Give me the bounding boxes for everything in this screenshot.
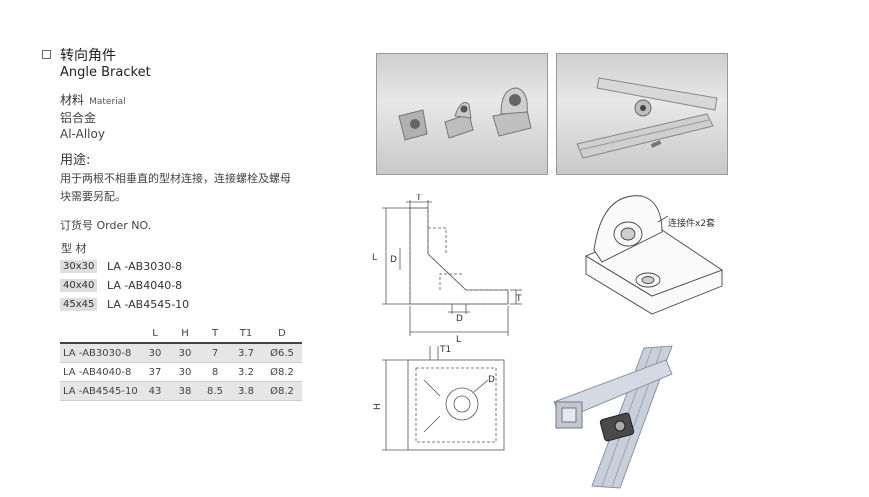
dim-label: D: [488, 375, 495, 385]
table-cell: 43: [140, 381, 170, 401]
table-row: LA -AB4040-8 37 30 8 3.2 Ø8.2: [60, 362, 302, 382]
table-cell: 30: [170, 362, 200, 382]
table-cell: 3.7: [230, 343, 262, 363]
order-label: 订货号 Order NO.: [60, 219, 152, 232]
spec-header: L: [140, 324, 170, 344]
usage-text-2: 块需要另配。: [60, 190, 126, 203]
table-cell: Ø8.2: [262, 362, 302, 382]
usage-label: 用途:: [60, 153, 91, 168]
product-photo-assembly: [556, 53, 728, 175]
title-en: Angle Bracket: [60, 65, 151, 80]
material-label-cn: 材料: [60, 93, 85, 107]
table-row: LA -AB4545-10 43 38 8.5 3.8 Ø8.2: [60, 381, 302, 401]
order-code: LA -AB4040-8: [107, 279, 183, 292]
order-code: LA -AB4545-10: [107, 298, 190, 311]
profile-badge: 45x45: [60, 298, 98, 311]
table-row: LA -AB3030-8 30 30 7 3.7 Ø6.5: [60, 343, 302, 363]
spec-header: [60, 324, 140, 344]
table-cell: 38: [170, 381, 200, 401]
dim-label: L: [456, 335, 461, 344]
material-label: 材料 Material: [60, 89, 126, 108]
assembly-render: [553, 345, 673, 489]
spec-table: L H T T1 D LA -AB3030-8 30 30 7 3.7 Ø6.5…: [60, 324, 302, 401]
dim-label: L: [372, 253, 377, 263]
checkbox-square-icon: [42, 50, 51, 59]
material-value-en: Al-Alloy: [60, 127, 105, 141]
dim-label: T1: [439, 345, 451, 355]
table-cell: 30: [170, 343, 200, 363]
material-label-en: Material: [89, 97, 126, 107]
table-cell: Ø6.5: [262, 343, 302, 363]
brackets-photo-image: [398, 87, 532, 141]
dim-label: D: [390, 255, 397, 265]
spec-header: D: [262, 324, 302, 344]
spec-header-row: L H T T1 D: [60, 324, 302, 344]
assembly-photo-image: [576, 77, 718, 159]
top-view-drawing: H T1 D: [373, 345, 505, 451]
profile-badge: 40x40: [60, 279, 98, 292]
table-cell: 30: [140, 343, 170, 363]
table-cell: 3.8: [230, 381, 262, 401]
material-value-cn: 铝合金: [60, 111, 97, 125]
table-cell: 3.2: [230, 362, 262, 382]
side-view-drawing: T L D T D L: [372, 194, 522, 344]
table-cell: LA -AB4040-8: [60, 362, 140, 382]
table-cell: LA -AB4545-10: [60, 381, 140, 401]
order-code: LA -AB3030-8: [107, 260, 183, 273]
dim-label: T: [515, 294, 522, 304]
isometric-drawing: 连接件x2套: [585, 195, 723, 315]
dim-label: T: [415, 194, 422, 203]
spec-header: T: [200, 324, 230, 344]
profile-badge: 30x30: [60, 260, 98, 273]
title-cn: 转向角件: [60, 48, 116, 64]
iso-label: 连接件x2套: [668, 217, 715, 229]
table-cell: 8.5: [200, 381, 230, 401]
table-cell: 8: [200, 362, 230, 382]
table-cell: 7: [200, 343, 230, 363]
product-photo-brackets: [376, 53, 548, 175]
table-cell: Ø8.2: [262, 381, 302, 401]
dim-label: D: [456, 314, 463, 324]
table-cell: 37: [140, 362, 170, 382]
usage-text-1: 用于两根不相垂直的型材连接，连接螺栓及螺母: [60, 172, 291, 185]
table-cell: LA -AB3030-8: [60, 343, 140, 363]
dim-label: H: [373, 403, 383, 410]
spec-header: H: [170, 324, 200, 344]
type-header: 型 材: [61, 242, 87, 255]
spec-header: T1: [230, 324, 262, 344]
